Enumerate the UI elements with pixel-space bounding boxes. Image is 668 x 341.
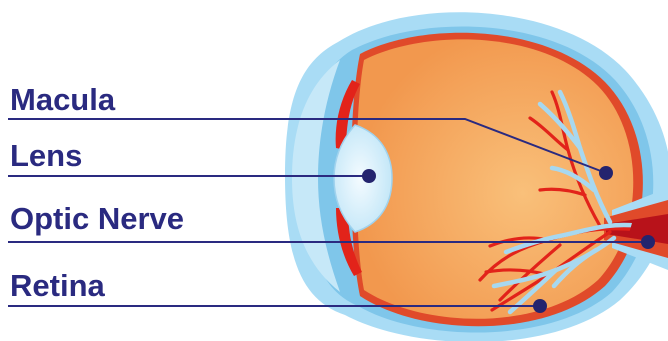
lens-marker-dot bbox=[362, 169, 376, 183]
retina-marker-dot bbox=[533, 299, 547, 313]
lens-label: Lens bbox=[10, 140, 82, 171]
macula-marker-dot bbox=[599, 166, 613, 180]
retina-label: Retina bbox=[10, 270, 105, 301]
optic-nerve-marker-dot bbox=[641, 235, 655, 249]
optic-nerve-label: Optic Nerve bbox=[10, 203, 184, 234]
macula-label: Macula bbox=[10, 84, 115, 115]
